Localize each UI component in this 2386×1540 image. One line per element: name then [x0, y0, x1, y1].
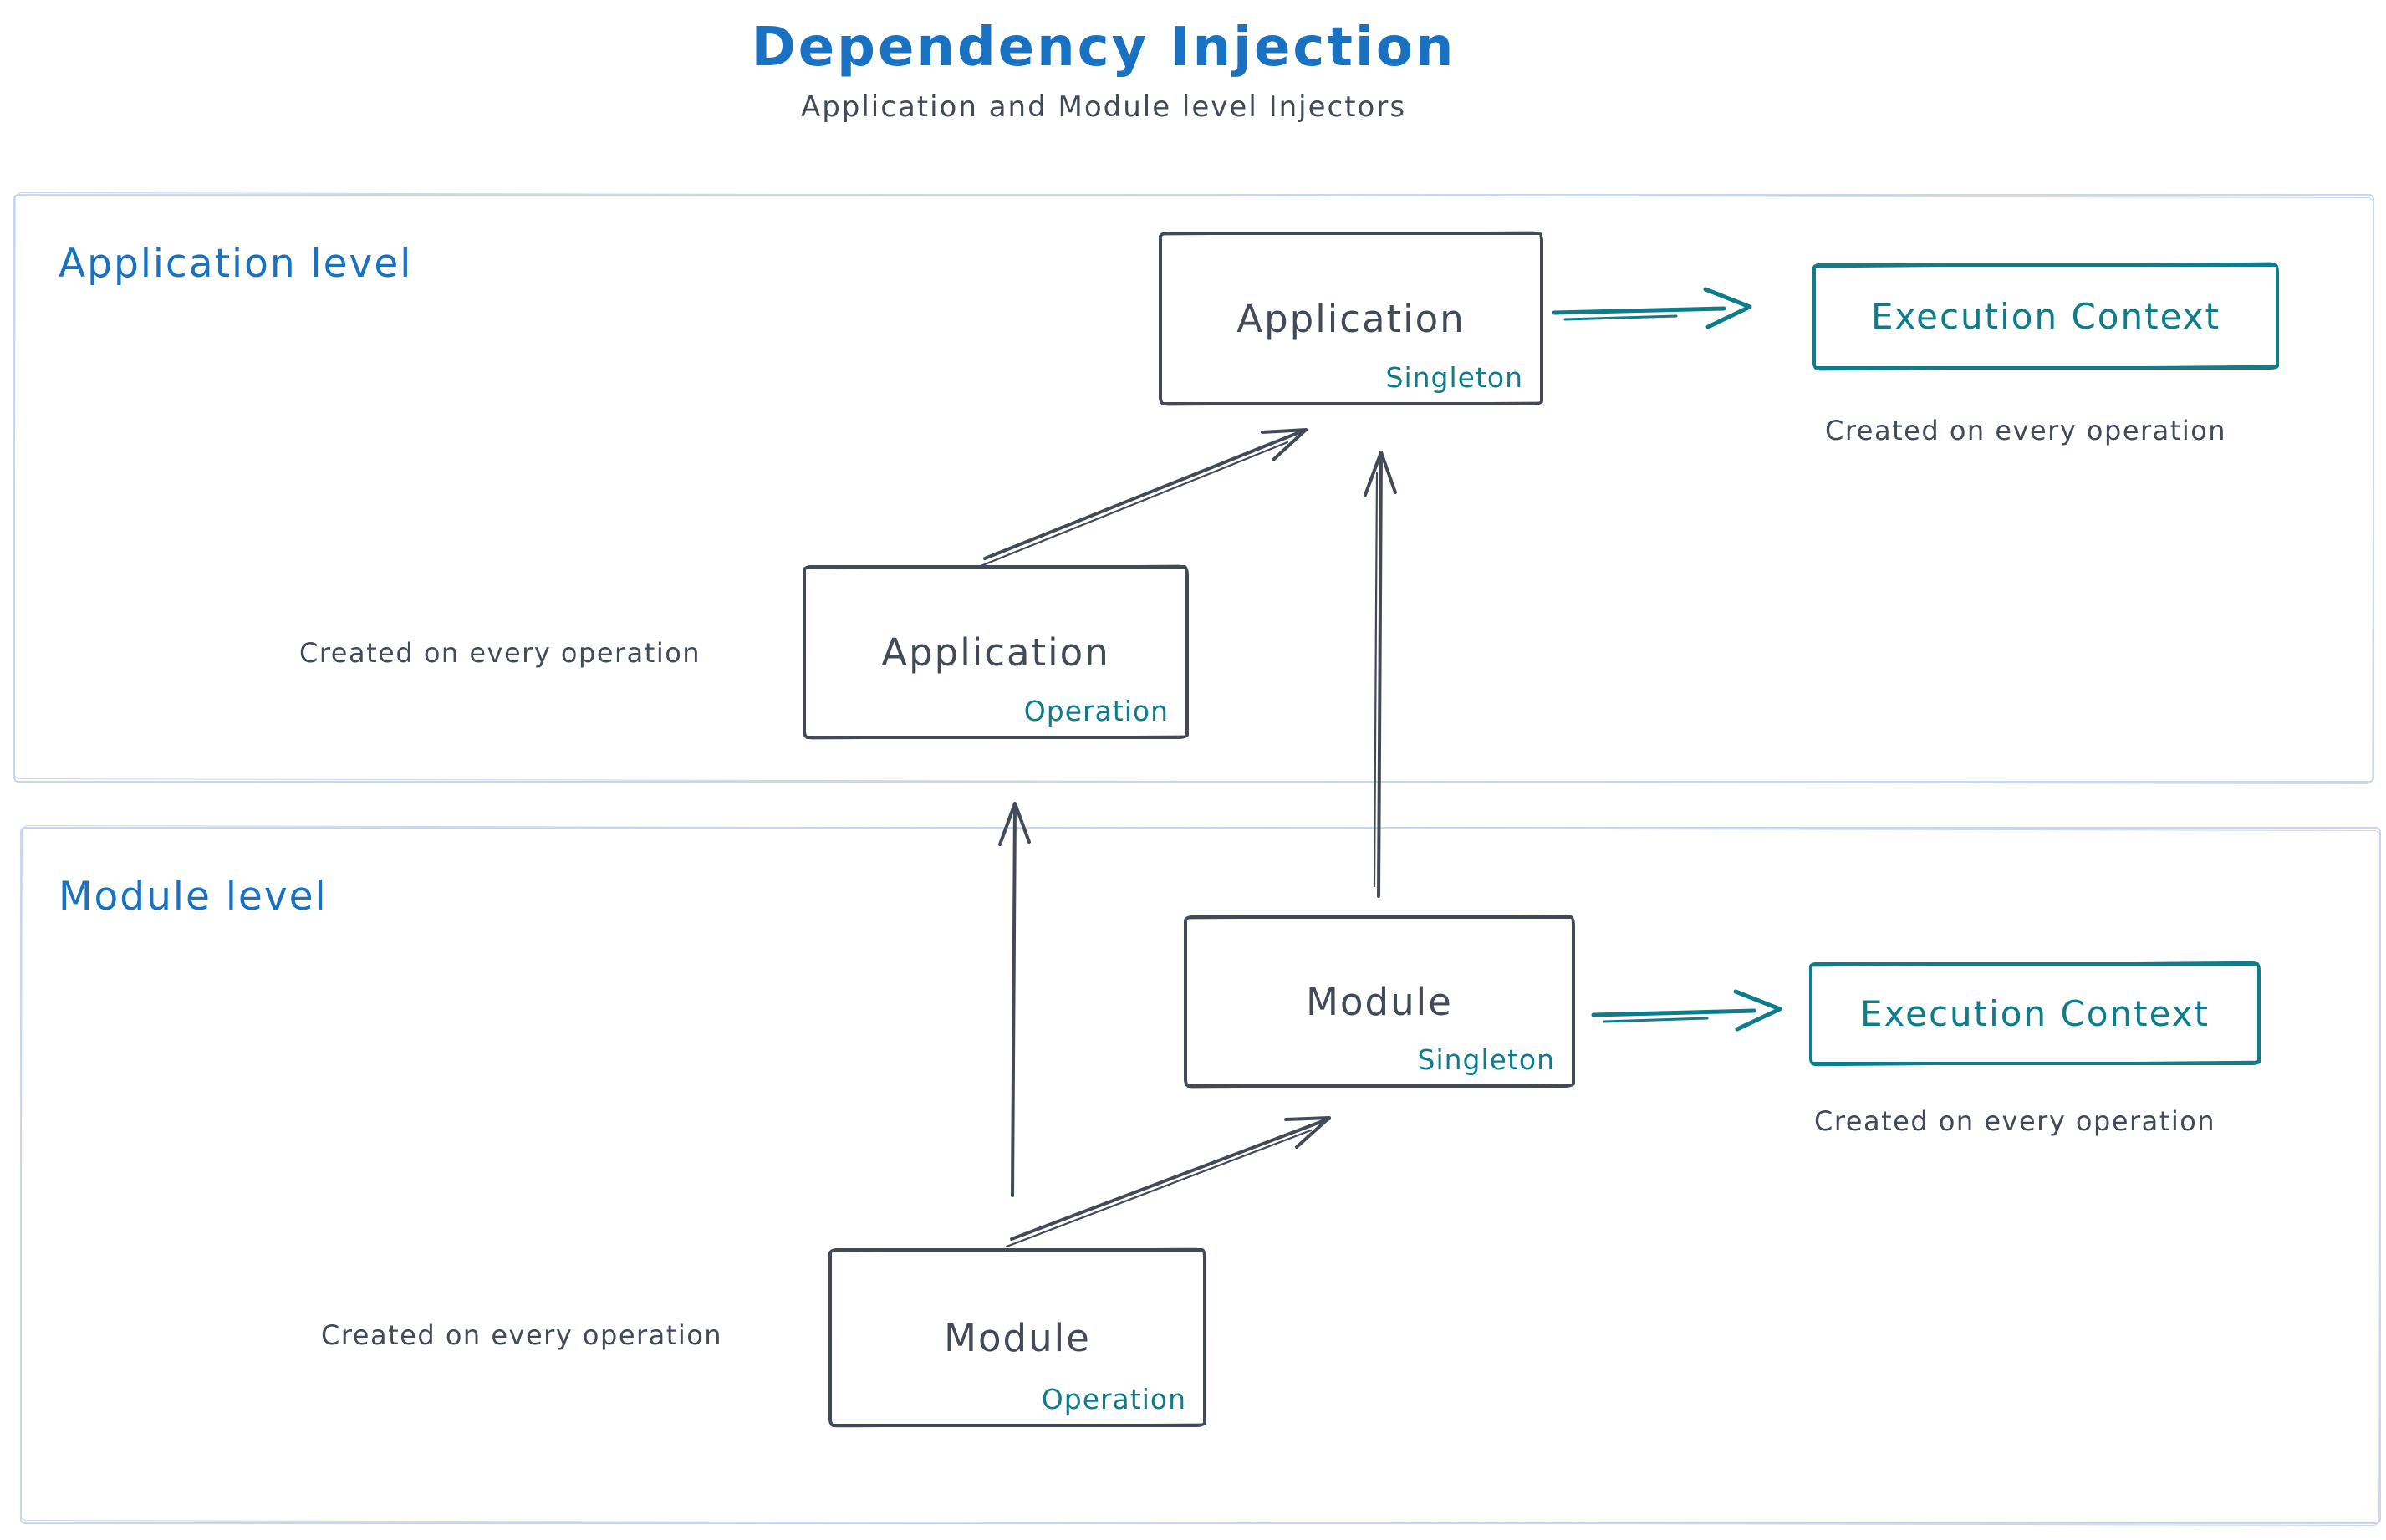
app-execution-context-box: Execution Context — [1812, 263, 2279, 370]
module-operation-box: Module Operation — [828, 1248, 1206, 1427]
app-singleton-box: Application Singleton — [1159, 232, 1543, 405]
module-execution-context-note: Created on every operation — [1814, 1105, 2216, 1137]
module-level-section — [20, 827, 2381, 1524]
module-operation-title: Module — [944, 1315, 1091, 1360]
app-execution-context-title: Execution Context — [1871, 296, 2220, 337]
module-level-label: Module level — [59, 874, 328, 920]
module-execution-context-title: Execution Context — [1860, 993, 2210, 1034]
module-singleton-scope: Singleton — [1417, 1043, 1555, 1076]
module-execution-context-box: Execution Context — [1809, 962, 2261, 1065]
module-operation-scope: Operation — [1041, 1383, 1186, 1415]
module-operation-note: Created on every operation — [321, 1319, 723, 1351]
app-operation-title: Application — [881, 630, 1110, 675]
app-operation-note: Created on every operation — [299, 637, 701, 669]
application-level-label: Application level — [59, 241, 413, 287]
module-singleton-title: Module — [1306, 979, 1453, 1024]
page-title: Dependency Injection — [751, 17, 1456, 79]
page-subtitle: Application and Module level Injectors — [800, 90, 1407, 125]
application-level-section — [13, 194, 2374, 783]
app-execution-context-note: Created on every operation — [1825, 415, 2227, 446]
module-singleton-box: Module Singleton — [1184, 915, 1575, 1088]
app-singleton-scope: Singleton — [1385, 361, 1523, 394]
diagram-header: Dependency Injection Application and Mod… — [268, 17, 1940, 125]
app-singleton-title: Application — [1236, 296, 1466, 341]
app-operation-box: Application Operation — [803, 565, 1189, 739]
app-operation-scope: Operation — [1023, 695, 1169, 727]
